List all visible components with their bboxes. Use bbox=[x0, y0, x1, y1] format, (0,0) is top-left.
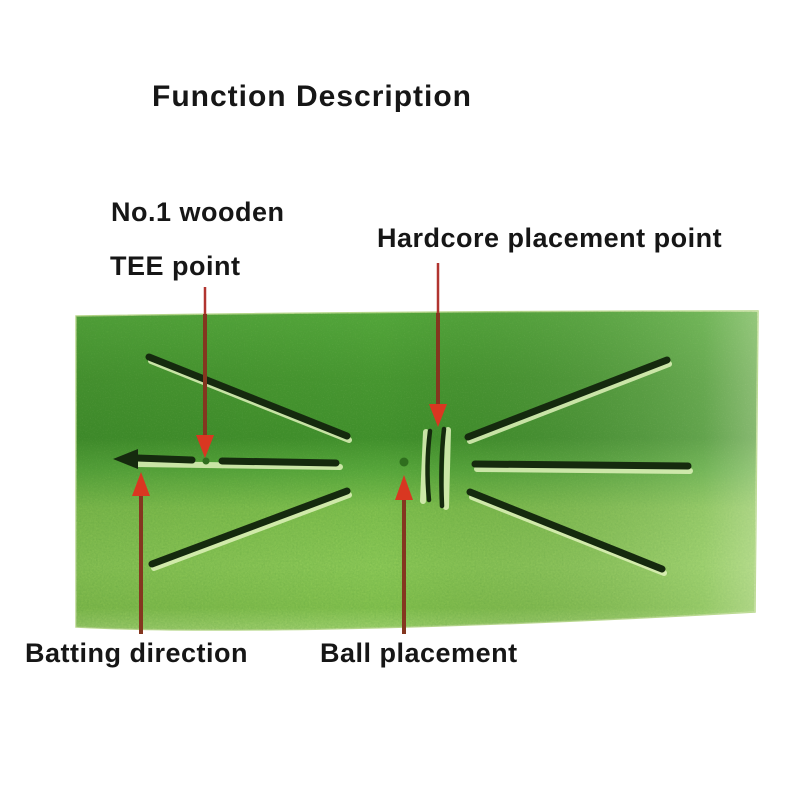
hardcore-point-arrow-icon bbox=[429, 263, 447, 427]
direction-dash-segment-1 bbox=[133, 454, 196, 464]
batting-direction-arrow-icon bbox=[132, 472, 150, 634]
page-title: Function Description bbox=[152, 80, 472, 113]
hardcore-point-label: Hardcore placement point bbox=[377, 223, 723, 253]
annotation-arrows bbox=[132, 263, 447, 634]
ball-placement-dot bbox=[399, 457, 409, 467]
alignment-line-right bbox=[439, 426, 447, 509]
left-upper-swing-line bbox=[145, 353, 351, 440]
left-lower-swing-line bbox=[148, 487, 351, 568]
tee-point-label-line2: TEE point bbox=[110, 251, 241, 281]
ball-placement-arrow-icon bbox=[395, 475, 413, 634]
tee-point-dot bbox=[202, 457, 210, 465]
right-lower-swing-line bbox=[466, 488, 666, 573]
tee-point-arrow-icon bbox=[196, 287, 214, 458]
batting-direction-label: Batting direction bbox=[25, 638, 248, 668]
mat-markings bbox=[133, 353, 692, 573]
right-upper-swing-line bbox=[464, 356, 671, 441]
tee-point-label-line1: No.1 wooden bbox=[111, 197, 285, 227]
ball-placement-label: Ball placement bbox=[320, 638, 518, 668]
right-center-line bbox=[471, 460, 692, 470]
direction-dash-segment-2 bbox=[218, 457, 340, 467]
alignment-line-left bbox=[425, 428, 433, 503]
direction-arrowhead-icon bbox=[113, 449, 138, 469]
